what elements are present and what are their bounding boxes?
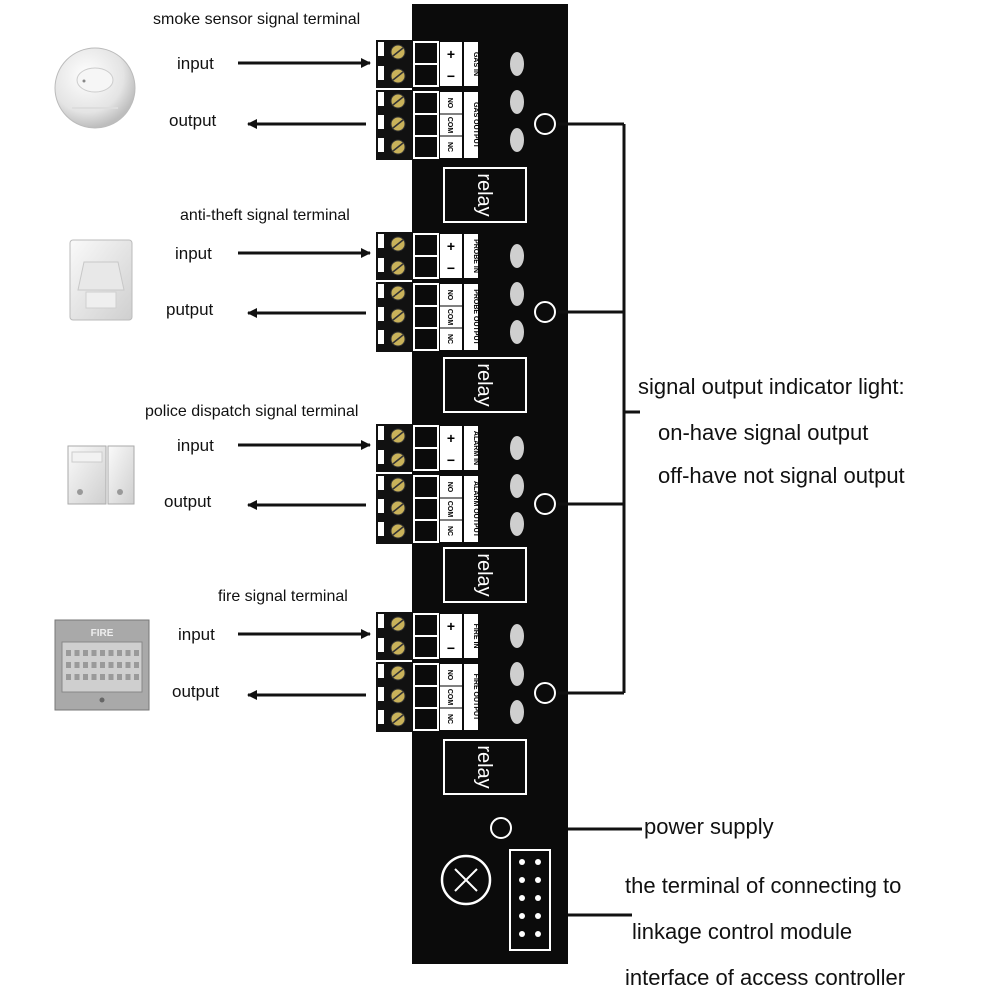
led-icon <box>510 662 524 686</box>
input-label: input <box>177 54 214 73</box>
indicator-caption-line1: signal output indicator light: <box>638 374 905 399</box>
fire-alarm-call-point-icon: FIRE <box>54 619 150 711</box>
output-pin-label: NO <box>446 670 453 681</box>
relay-label: relay <box>473 745 495 788</box>
led-icon <box>510 282 524 306</box>
group-title: smoke sensor signal terminal <box>153 11 360 28</box>
minus-pin-label: − <box>447 452 455 468</box>
motion-sensor-icon <box>69 239 133 321</box>
relay-label: relay <box>473 173 495 216</box>
group-title: fire signal terminal <box>218 588 348 605</box>
connector-caption-line3: interface of access controller <box>625 965 905 990</box>
indicator-caption-line3: off-have not signal output <box>658 463 905 488</box>
plus-pin-label: + <box>447 618 455 634</box>
output-pin-label: NO <box>446 98 453 109</box>
output-pin-label: NC <box>446 714 453 724</box>
output-terminal-block: NO COM NC FIRE OUTPUT <box>376 662 479 732</box>
led-icon <box>510 624 524 648</box>
output-label: output <box>169 111 217 130</box>
power-supply-label: power supply <box>644 814 774 839</box>
input-terminal-label: FIRE IN <box>472 624 479 649</box>
output-terminal-label: GAS OUTPUT <box>472 102 479 149</box>
input-terminal-block: + − ALARM IN <box>376 424 479 472</box>
relay-label: relay <box>473 363 495 406</box>
signal-indicator-light <box>534 493 556 515</box>
led-icon <box>510 320 524 344</box>
mounting-hole-icon <box>440 854 492 906</box>
input-terminal-block: + − GAS IN <box>376 40 479 88</box>
led-icon <box>510 52 524 76</box>
output-label: output <box>172 682 220 701</box>
input-terminal-label: GAS IN <box>472 52 479 76</box>
group-title: anti-theft signal terminal <box>180 207 350 224</box>
output-pin-label: NC <box>446 526 453 536</box>
output-terminal-block: NO COM NC GAS OUTPUT <box>376 90 479 160</box>
input-terminal-label: ALARM IN <box>472 431 479 465</box>
output-terminal-block: NO COM NC PROBE OUTPUT <box>376 282 479 352</box>
output-terminal-label: PROBE OUTPUT <box>472 289 479 345</box>
input-terminal-block: + − PROBE IN <box>376 232 479 280</box>
group-title: police dispatch signal terminal <box>145 403 358 420</box>
output-terminal-block: NO COM NC ALARM OUTPUT <box>376 474 479 544</box>
input-label: input <box>178 625 215 644</box>
output-pin-label: NC <box>446 334 453 344</box>
terminal-group-1: smoke sensor signal terminal input output +… <box>54 11 556 223</box>
indicator-bracket <box>558 122 640 695</box>
led-icon <box>510 512 524 536</box>
led-icon <box>510 436 524 460</box>
plus-pin-label: + <box>447 46 455 62</box>
output-pin-label: COM <box>446 117 453 134</box>
power-indicator-light <box>490 817 512 839</box>
led-icon <box>510 128 524 152</box>
output-pin-label: COM <box>446 689 453 706</box>
plus-pin-label: + <box>447 238 455 254</box>
minus-pin-label: − <box>447 68 455 84</box>
connector-caption-line1: the terminal of connecting to <box>625 873 901 898</box>
fire-device-text: FIRE <box>91 628 114 639</box>
output-pin-label: NC <box>446 142 453 152</box>
smoke-detector-icon <box>54 47 136 129</box>
signal-indicator-light <box>534 113 556 135</box>
relay: relay <box>443 547 527 603</box>
minus-pin-label: − <box>447 260 455 276</box>
output-label: output <box>164 492 212 511</box>
output-pin-label: COM <box>446 501 453 518</box>
signal-indicator-light <box>534 682 556 704</box>
output-terminal-label: FIRE OUTPUT <box>472 674 479 721</box>
led-icon <box>510 90 524 114</box>
output-pin-label: COM <box>446 309 453 326</box>
relay: relay <box>443 167 527 223</box>
terminal-group-3: police dispatch signal terminal input outp… <box>67 403 556 603</box>
relay: relay <box>443 357 527 413</box>
minus-pin-label: − <box>447 640 455 656</box>
terminal-group-4: fire signal terminal input output + − FIRE IN… <box>54 588 556 795</box>
relay: relay <box>443 739 527 795</box>
output-pin-label: NO <box>446 482 453 493</box>
relay-label: relay <box>473 553 495 596</box>
input-terminal-block: + − FIRE IN <box>376 612 479 660</box>
terminal-group-2: anti-theft signal terminal input putput + − P… <box>69 207 556 413</box>
input-label: input <box>177 436 214 455</box>
plus-pin-label: + <box>447 430 455 446</box>
indicator-caption-line2: on-have signal output <box>658 420 868 445</box>
input-label: input <box>175 244 212 263</box>
door-contact-sensor-icon <box>67 445 135 505</box>
signal-indicator-light <box>534 301 556 323</box>
output-label: putput <box>166 300 214 319</box>
output-pin-label: NO <box>446 290 453 301</box>
output-terminal-label: ALARM OUTPUT <box>472 481 479 538</box>
led-icon <box>510 474 524 498</box>
led-icon <box>510 700 524 724</box>
led-icon <box>510 244 524 268</box>
linkage-connector <box>509 849 551 951</box>
connector-caption-line2: linkage control module <box>632 919 852 944</box>
input-terminal-label: PROBE IN <box>472 239 479 273</box>
